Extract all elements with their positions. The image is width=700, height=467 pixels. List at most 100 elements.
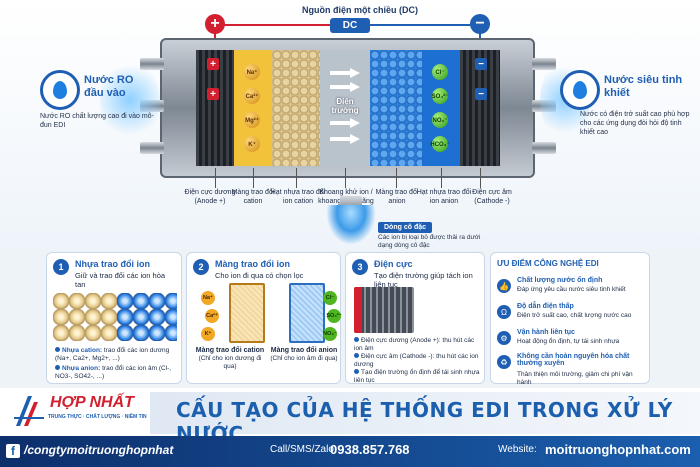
anode-plus-icon: + xyxy=(207,58,219,70)
label-leader xyxy=(296,168,297,188)
title-banner xyxy=(150,392,700,434)
cation-resin-bed xyxy=(272,50,320,166)
logo-mark-icon xyxy=(14,396,44,426)
label-cathode: Điện cực âm(Cathode -) xyxy=(472,189,512,205)
label-leader xyxy=(480,168,481,188)
electrode-bullet: Điện cực dương (Anode +): thu hút các io… xyxy=(354,337,475,352)
advantage-item: 👍 Chất lượng nước ổn định Đáp ứng yêu cầ… xyxy=(497,277,647,301)
label-leader xyxy=(396,168,397,188)
concentrate-description: Các ion bị loại bỏ được thải ra dưới dạn… xyxy=(378,234,481,249)
label-leader xyxy=(345,168,346,188)
outlet-pipe-bottom xyxy=(532,142,556,154)
anion-membrane-caption: Màng trao đổi anion(Chỉ cho ion âm đi qu… xyxy=(270,347,338,362)
anion-ion: NO₃⁻ xyxy=(432,112,448,128)
label-leader xyxy=(215,168,216,188)
cation-membrane-sheet xyxy=(229,283,265,343)
field-arrow-icon xyxy=(330,68,360,78)
power-source-title: Nguồn điện một chiều (DC) xyxy=(302,5,418,15)
advantage-item: ♻ Không cần hoàn nguyên hóa chất thường … xyxy=(497,353,647,386)
panel-ion-exchange-membrane: 2 Màng trao đổi ion Cho ion đi qua có ch… xyxy=(186,252,342,384)
field-arrow-icon xyxy=(330,118,360,128)
brand-tagline: TRUNG THỰC · CHẤT LƯỢNG · NIỀM TIN xyxy=(48,414,147,420)
step-number: 3 xyxy=(352,259,368,275)
label-leader xyxy=(253,168,254,188)
advantage-item: Ω Độ dẫn điện thấp Điện trở suất cao, ch… xyxy=(497,303,647,327)
anion-resin-bed xyxy=(370,50,422,166)
negative-terminal-icon: − xyxy=(470,14,490,34)
cathode-minus-icon: − xyxy=(475,88,487,100)
anion-ion: Cl⁻ xyxy=(323,291,337,305)
inlet-title: Nước RO đầu vào xyxy=(84,74,134,99)
recycle-icon: ♻ xyxy=(497,355,511,369)
inlet-description: Nước RO chất lượng cao đi vào mô-đun EDI xyxy=(40,113,154,129)
concentrate-title: Dòng cô đặc xyxy=(378,222,433,233)
electric-field-label: Điện trường xyxy=(331,97,359,115)
cation-ion: Na⁺ xyxy=(201,291,215,305)
positive-wire xyxy=(215,24,330,26)
inlet-water-splash xyxy=(100,60,160,140)
negative-wire xyxy=(370,24,480,26)
inlet-water-icon xyxy=(40,70,80,110)
thumbs-up-icon: 👍 xyxy=(497,279,511,293)
anode-plate xyxy=(354,287,362,333)
label-anode: Điện cực dương(Anode +) xyxy=(184,189,236,205)
panel-description: Tạo điện trường giúp tách ion liên tục xyxy=(374,271,473,289)
cation-ion: Mg²⁺ xyxy=(244,112,260,128)
facebook-link[interactable]: /congtymoitruonghopnhat xyxy=(24,443,174,457)
advantages-title: ƯU ĐIỂM CÔNG NGHỆ EDI xyxy=(497,259,599,268)
panel-description: Cho ion đi qua có chọn lọc xyxy=(215,271,304,280)
outlet-title: Nước siêu tinh khiết xyxy=(604,74,683,99)
cation-ion: Na⁺ xyxy=(244,64,260,80)
electrode-plates xyxy=(354,287,414,333)
panel-ion-exchange-resin: 1 Nhựa trao đổi ion Giữ và trao đổi các … xyxy=(46,252,182,384)
dc-label: DC xyxy=(330,18,370,33)
cation-membrane-caption: Màng trao đổi cation(Chỉ cho ion dương đ… xyxy=(195,347,265,370)
company-logo: HỢP NHẤT TRUNG THỰC · CHẤT LƯỢNG · NIỀM … xyxy=(4,388,150,434)
anion-ion: SO₄²⁻ xyxy=(432,88,448,104)
anion-ion: Cl⁻ xyxy=(432,64,448,80)
advantage-item: ⚙ Vận hành liên tục Hoạt động ổn định, t… xyxy=(497,329,647,353)
positive-terminal-icon: + xyxy=(205,14,225,34)
step-number: 1 xyxy=(53,259,69,275)
website-link[interactable]: moitruonghopnhat.com xyxy=(545,442,691,457)
step-number: 2 xyxy=(193,259,209,275)
panel-title: Nhựa trao đổi ion xyxy=(75,259,151,269)
panel-description: Giữ và trao đổi các ion hòa tan xyxy=(75,271,166,289)
field-arrow-icon xyxy=(330,134,360,144)
resistance-icon: Ω xyxy=(497,305,511,319)
cation-ion: K⁺ xyxy=(201,327,215,341)
label-leader xyxy=(441,168,442,188)
panel-title: Điện cực xyxy=(374,259,413,269)
anion-membrane-sheet xyxy=(289,283,325,343)
cation-resin-bullet: Nhựa cation: trao đổi các ion dương (Na+… xyxy=(55,347,170,362)
facebook-icon[interactable]: f xyxy=(6,444,20,458)
inlet-pipe-bottom xyxy=(140,142,164,154)
contact-bar xyxy=(0,436,700,467)
phone-number[interactable]: 0938.857.768 xyxy=(330,442,410,457)
anion-resin-beads xyxy=(117,293,177,341)
dilute-compartment xyxy=(320,50,370,166)
cation-ion: Ca²⁺ xyxy=(244,88,260,104)
call-label: Call/SMS/Zalo: xyxy=(270,444,337,455)
anion-ion: SO₄²⁻ xyxy=(326,309,342,323)
brand-name: HỢP NHẤT xyxy=(50,394,134,411)
cation-ion: Ca²⁺ xyxy=(205,309,219,323)
cathode-minus-icon: − xyxy=(475,58,487,70)
panel-electrode: 3 Điện cực Tạo điện trường giúp tách ion… xyxy=(345,252,485,384)
electrode-bullet: Điện cực âm (Cathode -): thu hút các ion… xyxy=(354,353,479,368)
panel-edi-advantages: ƯU ĐIỂM CÔNG NGHỆ EDI 👍 Chất lượng nước … xyxy=(490,252,650,386)
outlet-description: Nước có điện trở suất cao phù hợp cho cá… xyxy=(580,111,690,136)
anion-ion: HCO₃⁻ xyxy=(430,136,450,152)
field-arrow-icon xyxy=(330,82,360,92)
anode-plus-icon: + xyxy=(207,88,219,100)
anion-ion: NO₃⁻ xyxy=(323,327,337,341)
panel-title: Màng trao đổi ion xyxy=(215,259,290,269)
anion-resin-bullet: Nhựa anion: trao đổi các ion âm (Cl-, NO… xyxy=(55,365,172,380)
concentrate-water-splash xyxy=(326,205,376,245)
gear-icon: ⚙ xyxy=(497,331,511,345)
electrode-bullet: Tạo điện trường ổn định để tái sinh nhựa… xyxy=(354,369,480,384)
